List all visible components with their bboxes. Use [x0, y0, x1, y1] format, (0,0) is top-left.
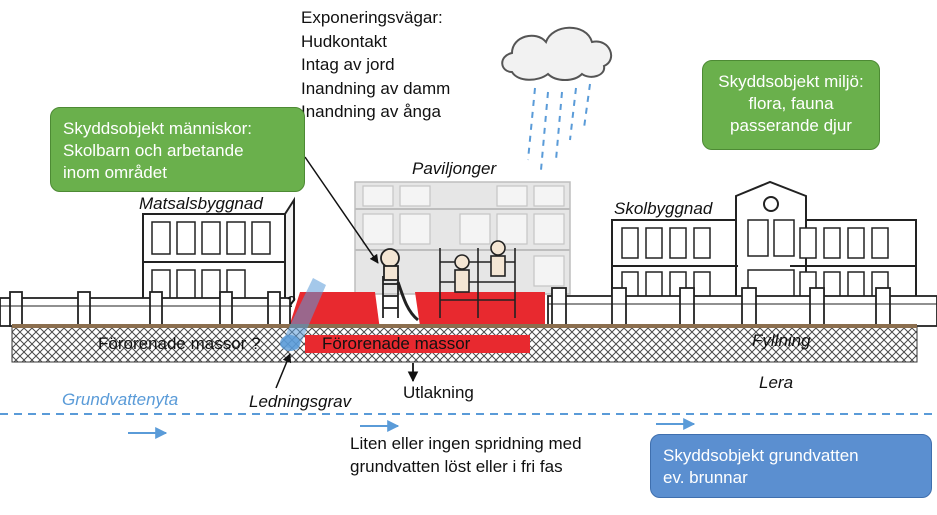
- utility-trench: [280, 278, 326, 350]
- question-mark: ?: [287, 294, 296, 311]
- protection-groundwater-box: Skyddsobjekt grundvatten ev. brunnar: [650, 434, 932, 498]
- exposure-title: Exponeringsvägar:: [301, 8, 443, 27]
- protection-people-box: Skyddsobjekt människor: Skolbarn och arb…: [50, 107, 305, 192]
- protection-environment-box: Skyddsobjekt miljö: flora, fauna passera…: [702, 60, 880, 150]
- protection-groundwater-line: ev. brunnar: [663, 468, 748, 487]
- contamination-surface-2: [415, 292, 545, 326]
- exposure-item: Hudkontakt: [301, 31, 387, 51]
- protection-environment-line: passerande djur: [730, 116, 852, 135]
- exposure-item: Inandning av ånga: [301, 102, 441, 121]
- contaminated-label: Förorenade massor: [322, 334, 471, 353]
- protection-environment-line: Skyddsobjekt miljö:: [718, 72, 864, 91]
- groundwater-level-label: Grundvattenyta: [62, 390, 179, 409]
- children-climbing-icon: [439, 240, 516, 318]
- protection-people-line: Skolbarn och arbetande: [63, 141, 244, 160]
- groundwater-spread-line: Liten eller ingen spridning med: [350, 434, 582, 453]
- exposure-item: Intag av jord: [301, 55, 395, 74]
- exposure-item: Inandning av damm: [301, 78, 451, 98]
- trench-label: Ledningsgrav: [249, 392, 352, 411]
- dining-hall-label: Matsalsbyggnad: [139, 194, 263, 213]
- fill-label: Fyllning: [752, 331, 811, 350]
- contaminated-mass: [305, 335, 530, 353]
- groundwater-spread-line: grundvatten löst eller i fri fas: [350, 457, 563, 476]
- exposure-pointer-arrow: [304, 156, 379, 264]
- dining-hall-building: [142, 196, 295, 315]
- contaminated-uncertain-label: Förorenade massor ?: [98, 334, 261, 353]
- cloud-rain-icon: [501, 26, 613, 171]
- protection-people-line: Skyddsobjekt människor:: [63, 119, 252, 138]
- pavilions-label: Paviljonger: [412, 159, 497, 178]
- clock-icon: [763, 196, 779, 212]
- clay-label: Lera: [759, 373, 794, 392]
- trench-blob: [280, 335, 300, 351]
- protection-groundwater-line: Skyddsobjekt grundvatten: [663, 446, 859, 465]
- ground-surface-line: [12, 324, 917, 328]
- leaching-label: Utlakning: [403, 383, 474, 402]
- trench-pointer-arrow: [275, 353, 292, 389]
- school-building-label: Skolbyggnad: [614, 199, 713, 218]
- protection-environment-line: flora, fauna: [748, 94, 834, 113]
- child-on-slide-icon: [380, 248, 419, 322]
- boundary-walls: [0, 287, 937, 327]
- groundwater-spread-text: Liten eller ingen spridning med grundvat…: [350, 432, 582, 478]
- protection-people-line: inom området: [63, 163, 167, 182]
- exposure-pathways: Exponeringsvägar: Hudkontakt Intag av jo…: [301, 6, 450, 124]
